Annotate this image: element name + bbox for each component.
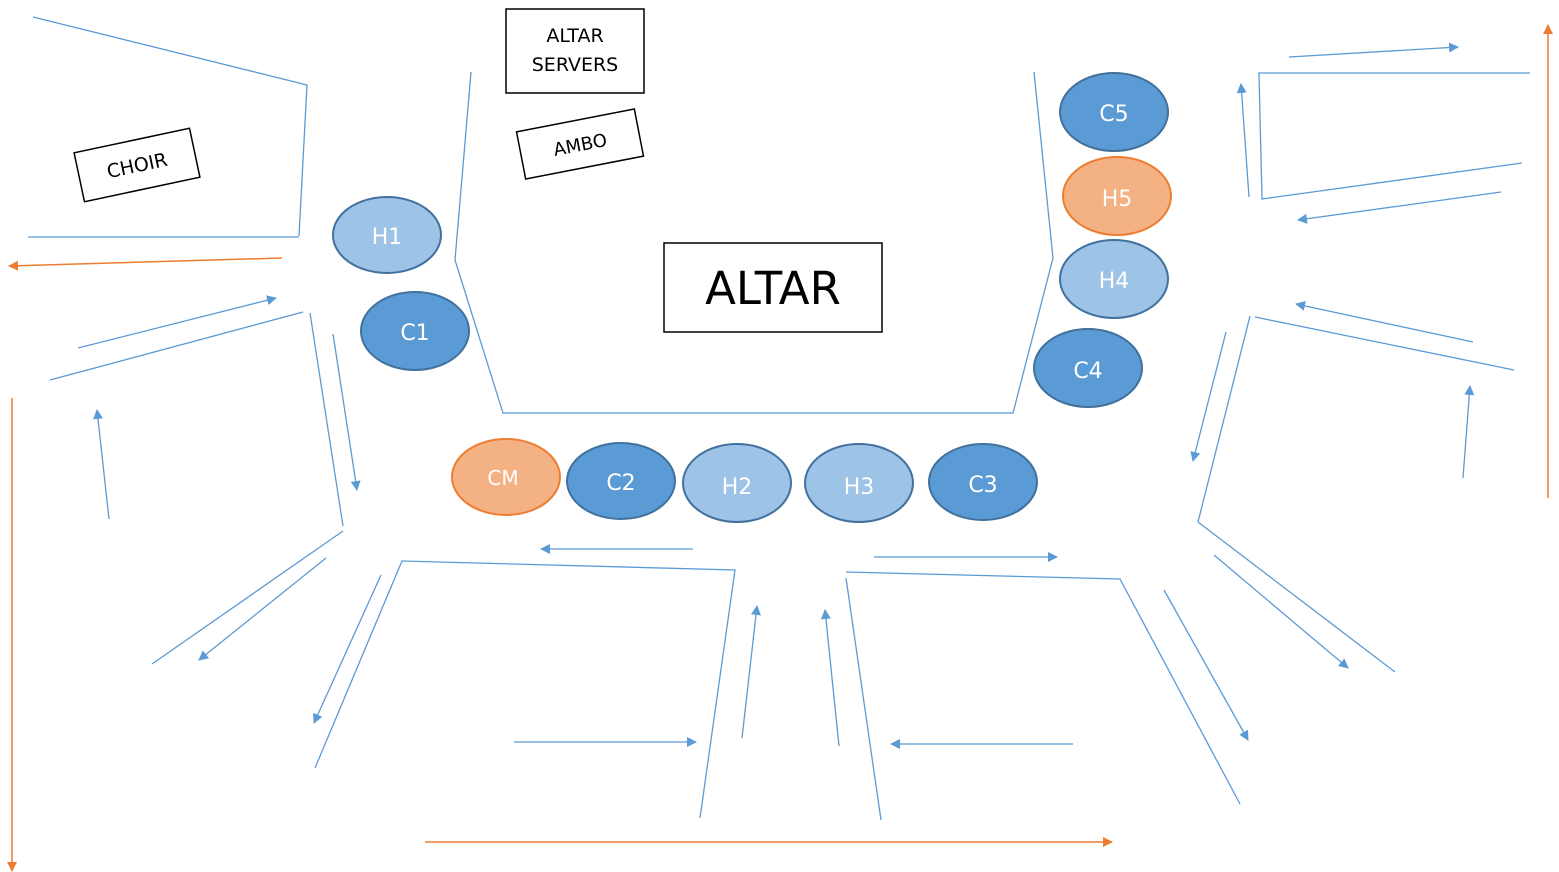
sanctuary-boundary [454, 71, 1054, 414]
flow-arrow [1288, 42, 1459, 58]
station-c5: C5 [1059, 72, 1169, 152]
station-c3-label: C3 [968, 473, 997, 498]
exit-arrows [7, 24, 1553, 872]
left-pew-line-2 [309, 312, 344, 527]
station-c4-label: C4 [1073, 359, 1102, 384]
station-c5-label: C5 [1099, 102, 1128, 127]
station-h5-label: H5 [1102, 187, 1133, 212]
flow-arrow [332, 333, 361, 491]
right-pew-line-2 [1254, 316, 1515, 371]
flow-arrow [1163, 589, 1249, 741]
exit-arrow-left [8, 257, 283, 271]
flow-arrow [93, 409, 110, 520]
station-cm-label: CM [487, 466, 518, 490]
altar-label: ALTAR [705, 262, 841, 315]
station-h3: H3 [804, 443, 914, 523]
choir-box: CHOIR [73, 127, 201, 203]
left-pew-line-3 [151, 530, 344, 665]
flow-arrow [1462, 385, 1475, 479]
altar-box: ALTAR [663, 242, 883, 333]
choir-area-boundary [32, 16, 308, 237]
station-h1: H1 [332, 196, 442, 274]
flow-arrow [1236, 83, 1250, 198]
station-c1-label: C1 [400, 321, 429, 346]
center-left-pew-boundary [314, 560, 736, 819]
station-h2-label: H2 [722, 475, 753, 500]
center-right-pew-line [845, 577, 882, 821]
flow-arrow [1190, 331, 1227, 462]
station-h3-label: H3 [844, 475, 875, 500]
aisle-boundary-lines [28, 16, 1530, 821]
altar-servers-label-line2: SERVERS [532, 54, 619, 76]
flow-arrow [820, 609, 840, 747]
altar-servers-box: ALTAR SERVERS [505, 8, 645, 94]
station-h5: H5 [1062, 156, 1172, 236]
station-c4: C4 [1033, 328, 1143, 408]
right-pew-line-3 [1197, 521, 1396, 673]
flow-arrow [198, 557, 327, 661]
station-h4-label: H4 [1099, 269, 1130, 294]
flow-arrow [1297, 191, 1502, 224]
ambo-box: AMBO [515, 108, 645, 180]
station-h4: H4 [1059, 239, 1169, 319]
right-top-boundary [1258, 72, 1530, 200]
flow-arrow [77, 295, 277, 349]
flow-arrows [77, 42, 1502, 749]
right-pew-line [1197, 315, 1251, 523]
left-pew-line [49, 311, 304, 381]
center-right-pew-boundary [845, 571, 1241, 805]
station-c2-label: C2 [606, 471, 635, 496]
flow-arrow [1295, 301, 1474, 343]
flow-arrow [313, 574, 382, 724]
flow-arrow [1213, 554, 1349, 669]
station-c2: C2 [566, 442, 676, 520]
station-c1: C1 [360, 291, 470, 371]
station-c3: C3 [928, 443, 1038, 521]
altar-servers-label-line1: ALTAR [546, 25, 603, 47]
flow-arrow [741, 605, 761, 739]
station-h1-label: H1 [372, 225, 403, 250]
station-h2: H2 [682, 443, 792, 523]
station-cm: CM [451, 438, 561, 516]
